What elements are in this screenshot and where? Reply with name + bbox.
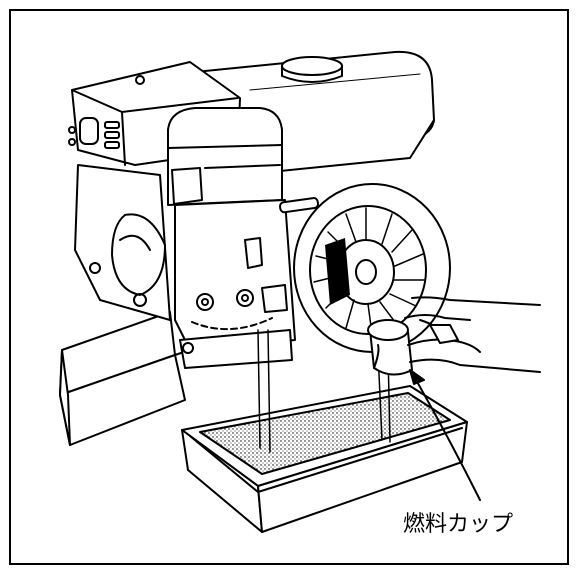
callout-arrow-icon bbox=[409, 369, 481, 501]
recoil-starter bbox=[293, 183, 451, 353]
hand bbox=[404, 296, 541, 373]
engine-block bbox=[74, 164, 171, 321]
fuel-tray bbox=[181, 385, 468, 533]
base-block bbox=[59, 311, 191, 446]
air-cleaner bbox=[167, 107, 283, 206]
fuel-cup-label: 燃料カップ bbox=[403, 512, 514, 537]
shaft bbox=[279, 197, 320, 214]
fuel-cup bbox=[367, 319, 413, 376]
carburetor bbox=[174, 199, 296, 369]
